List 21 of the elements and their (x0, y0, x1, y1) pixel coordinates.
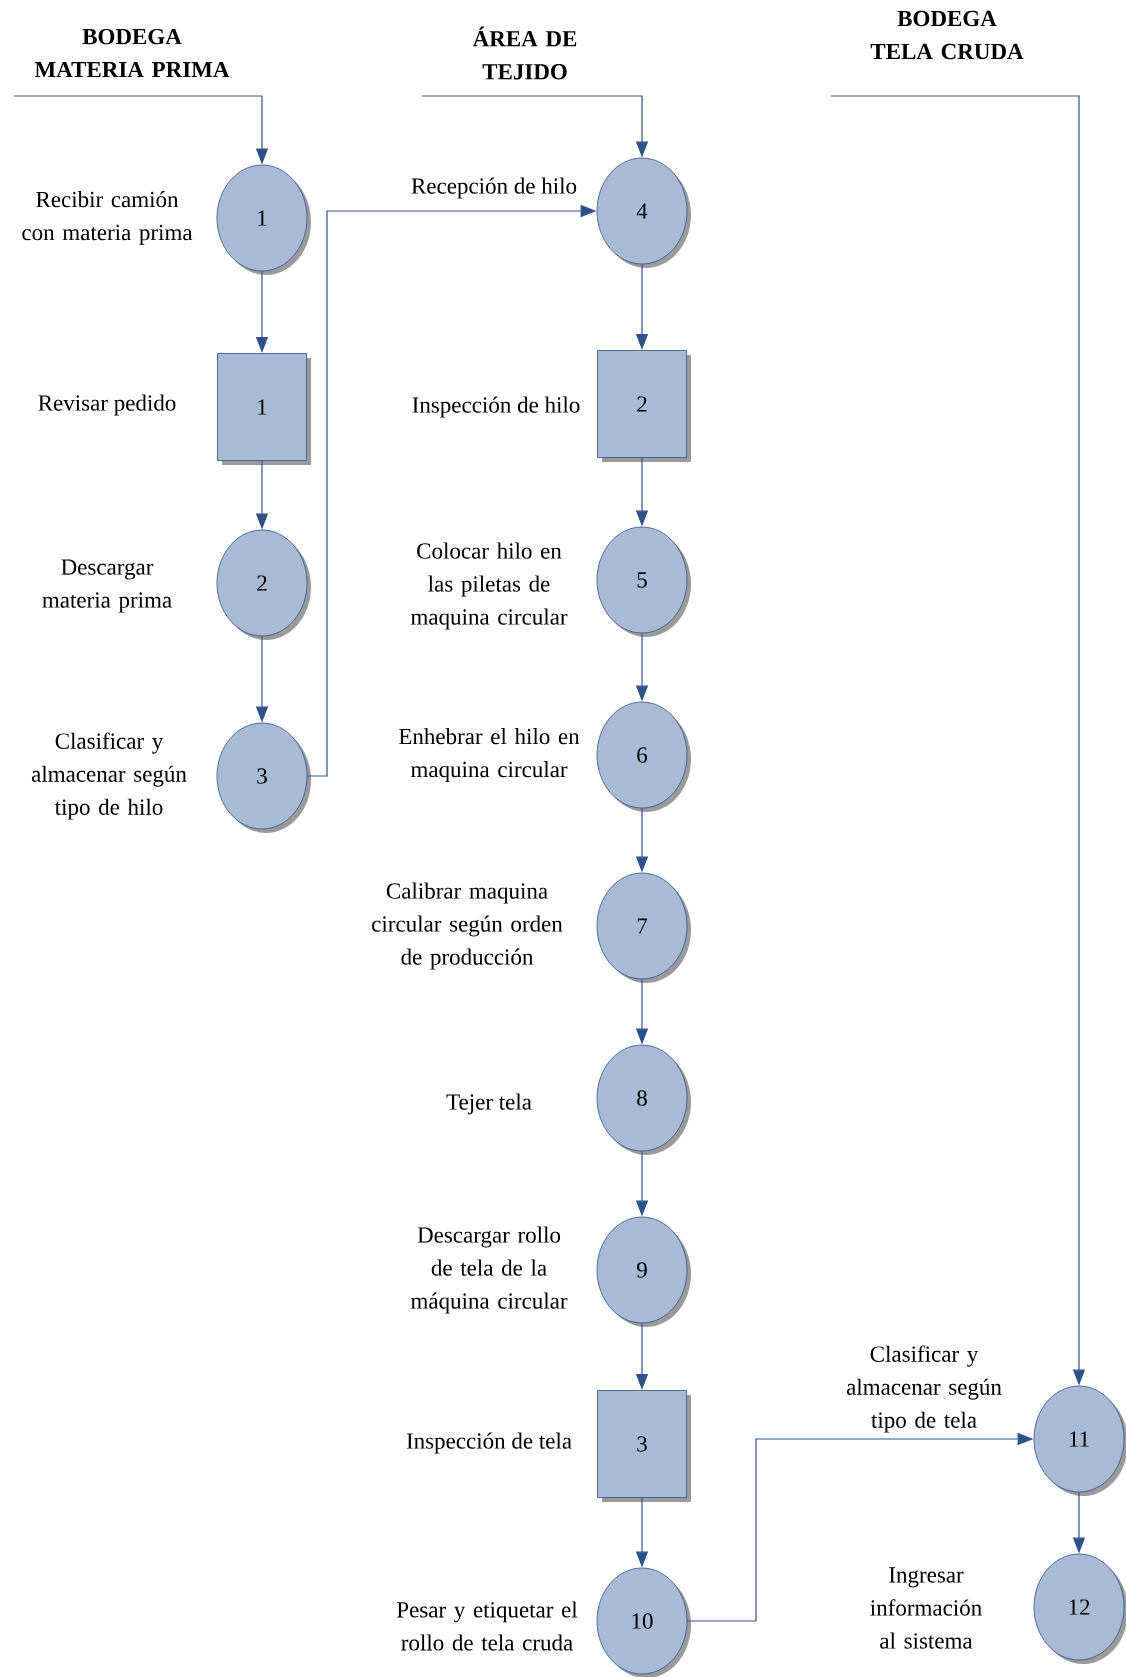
step-label: Pesar y etiquetar el rollo de tela cruda (396, 1601, 578, 1651)
column-heading: BODEGA MATERIA PRIMA (34, 28, 230, 78)
step-label: Recepción de hilo (411, 177, 577, 199)
step-label: Tejer tela (446, 1093, 532, 1115)
step-label: Clasificar y almacenar según tipo de tela (846, 1345, 1002, 1433)
step-label: Revisar pedido (38, 394, 176, 416)
column-heading: BODEGA TELA CRUDA (870, 10, 1024, 60)
step-label: Inspección de hilo (412, 396, 580, 418)
inspection-box: 3 (597, 1390, 691, 1502)
step-label: Enhebrar el hilo en maquina circular (398, 728, 580, 782)
step-label: Calibrar maquina circular según orden de producción (372, 882, 563, 970)
column-heading: ÁREA DE TEJIDO (472, 26, 577, 80)
inspection-box: 1 (217, 353, 311, 465)
step-label: Ingresar información al sistema (870, 1567, 982, 1649)
step-label: Descargar materia prima (42, 559, 172, 613)
step-label: Inspección de tela (406, 1432, 572, 1454)
step-label: Descargar rollo de tela de la máquina circular (410, 1226, 568, 1314)
step-label: Colocar hilo en las piletas de maquina circular (410, 542, 568, 630)
step-label: Recibir camión con materia prima (22, 191, 193, 245)
inspection-box: 2 (597, 350, 691, 462)
step-label: Clasificar y almacenar según tipo de hilo (31, 732, 187, 820)
